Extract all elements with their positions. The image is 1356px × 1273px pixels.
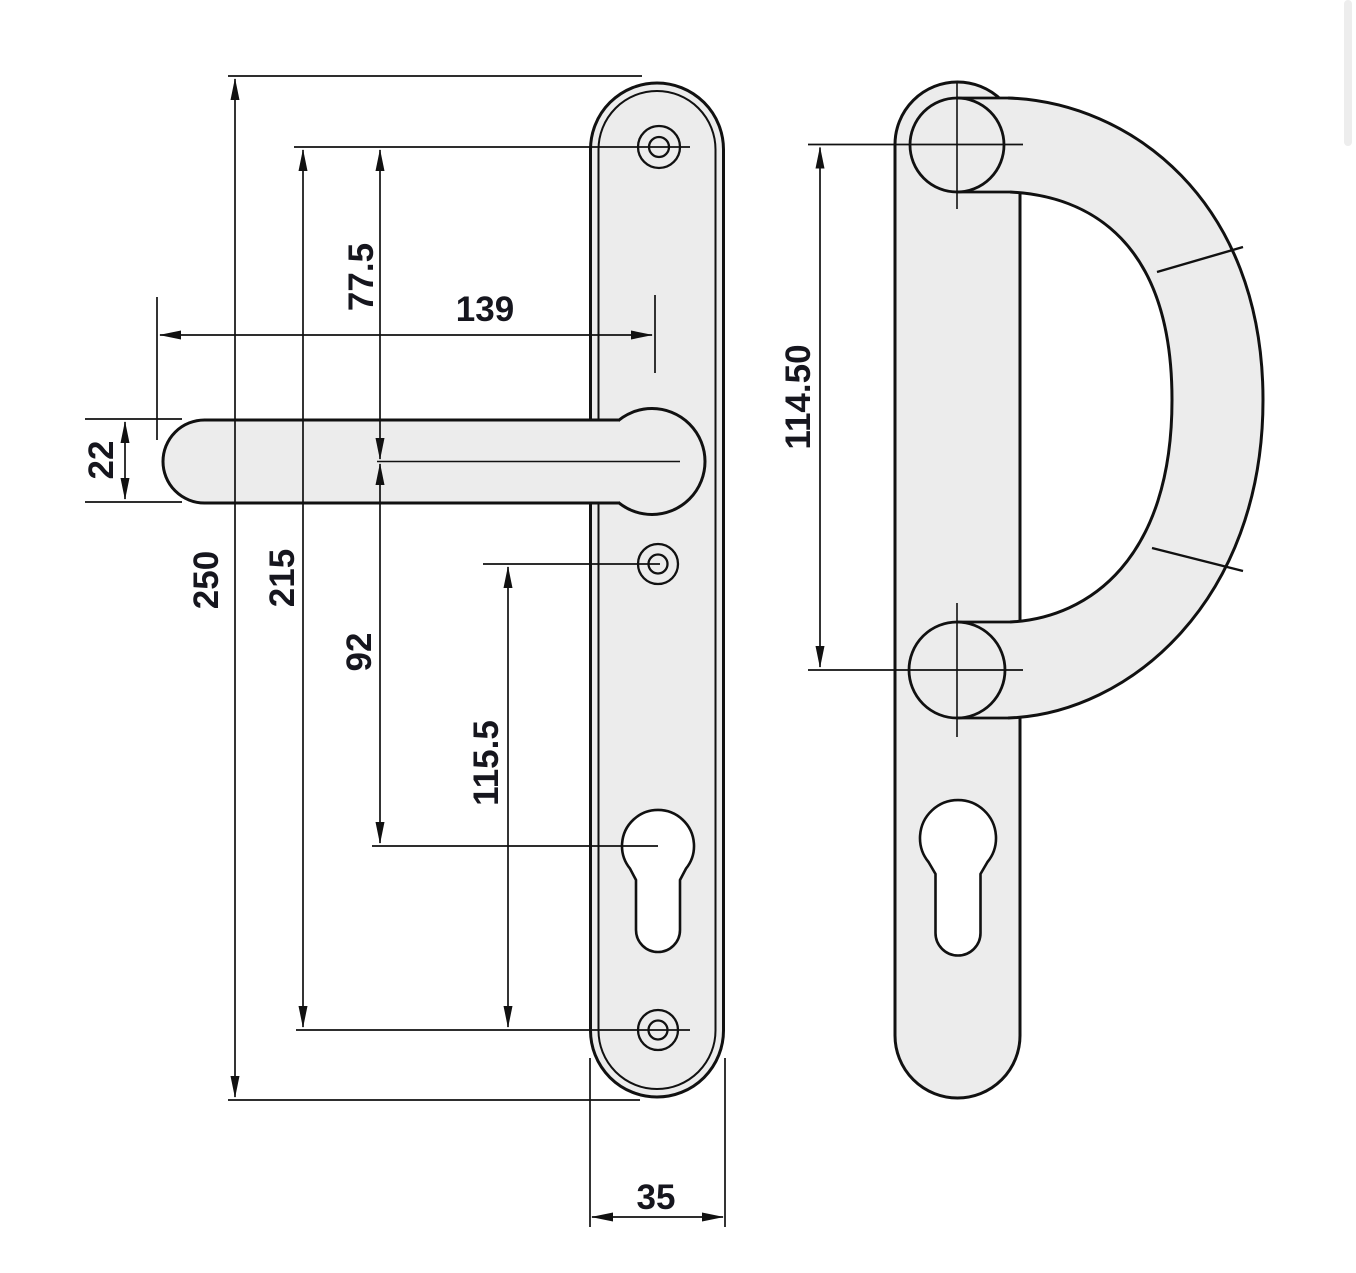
dimension-lines: [120, 78, 825, 1222]
dim-label-overall-height: 250: [187, 551, 226, 609]
dimension-labels: 250 215 77.5 92 115.5 22 139 35 114.50: [82, 243, 818, 1217]
euro-cylinder-keyhole-pull: [918, 798, 998, 957]
dim-label-mid-to-bottom-screw: 115.5: [467, 720, 506, 806]
pull-handle-grip-joints: [1151, 245, 1244, 573]
scrollbar-thumb[interactable]: [1344, 0, 1352, 146]
dim-label-lever-thickness: 22: [82, 441, 121, 480]
dim-label-top-screw-to-lever: 77.5: [342, 243, 381, 311]
extension-lines: [85, 75, 1023, 1227]
dim-label-screw-centres: 215: [263, 549, 302, 607]
backplate-front-inner-edge: [597, 90, 717, 1090]
dim-label-plate-width: 35: [637, 1178, 676, 1217]
pull-handle-outer-edge: [1007, 96, 1265, 720]
dim-label-pull-fixing-centres: 114.50: [779, 344, 818, 449]
pull-handle-inner-edge: [1009, 190, 1174, 624]
dim-label-lever-length: 139: [456, 290, 514, 329]
front-view-lever-handle: [161, 81, 725, 1099]
pull-handle-neck-edges: [957, 96, 1010, 720]
side-view-pull-handle: [893, 80, 1265, 1100]
dim-label-lever-to-cylinder: 92: [340, 633, 379, 672]
pull-handle-body: [957, 98, 1263, 718]
